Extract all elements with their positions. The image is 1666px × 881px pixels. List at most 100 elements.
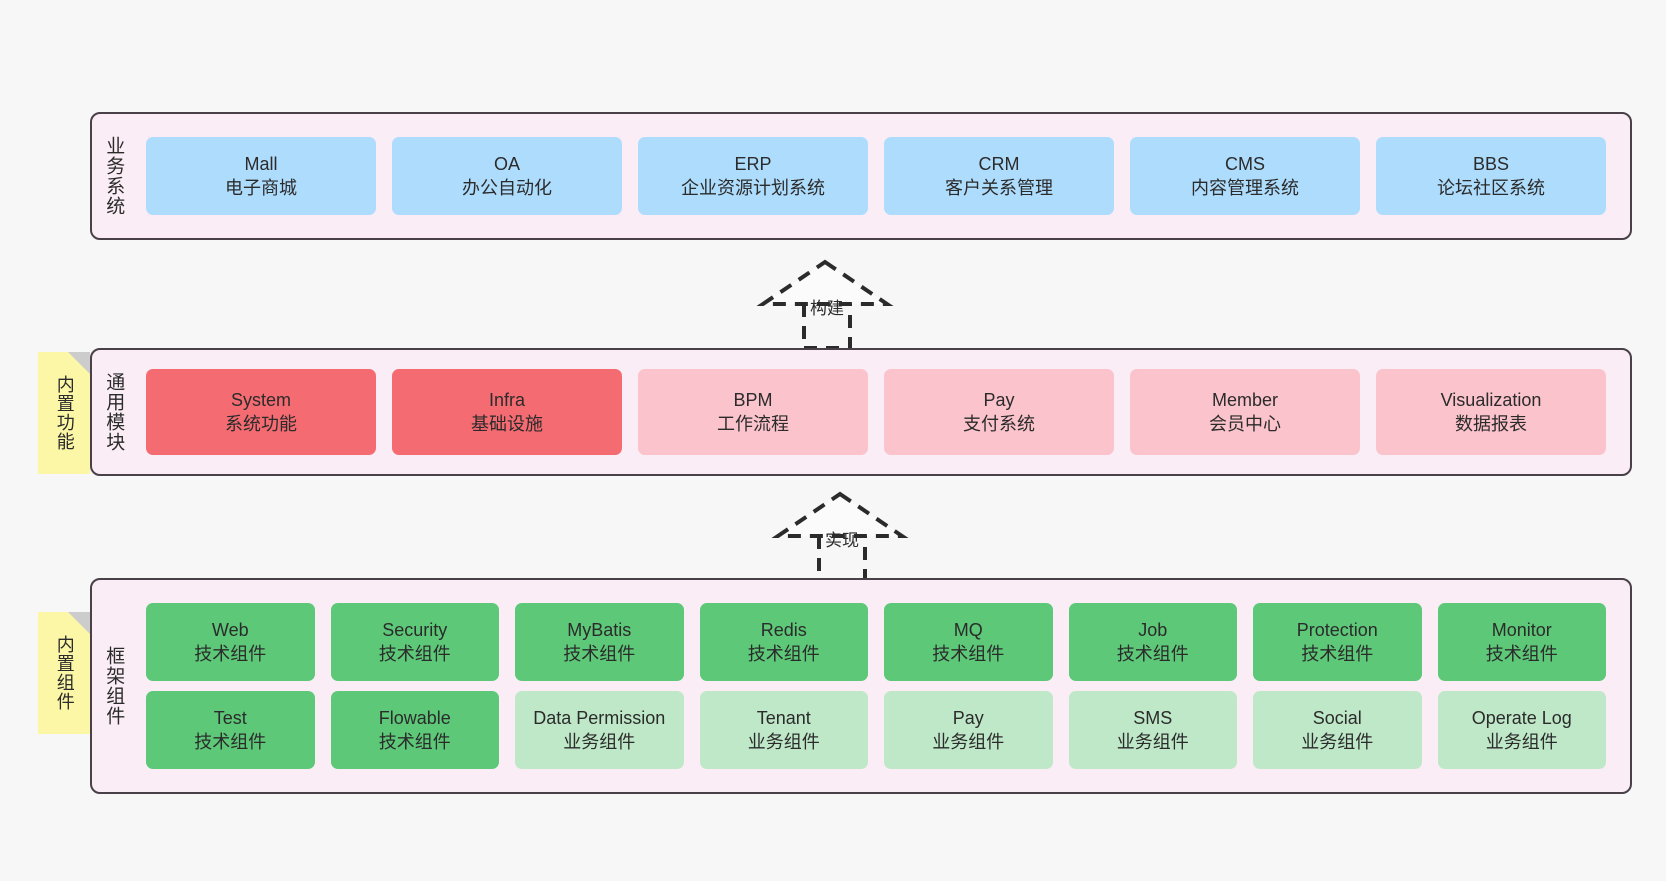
tile-title: OA [493, 153, 520, 174]
tile-title: Pay [983, 389, 1015, 410]
tile-title: ERP [734, 153, 772, 174]
tile-title: Protection [1296, 619, 1378, 640]
tile-security[interactable]: Security 技术组件 [330, 603, 499, 681]
tile-title: MyBatis [567, 619, 632, 640]
tile-title: Pay [952, 707, 984, 728]
tile-data-permission[interactable]: Data Permission 业务组件 [515, 691, 684, 769]
tile-oa[interactable]: OA 办公自动化 [392, 137, 622, 215]
tile-sms[interactable]: SMS 业务组件 [1068, 691, 1237, 769]
tile-job[interactable]: Job 技术组件 [1068, 603, 1237, 681]
band-body-business-systems: Mall 电子商城 OA 办公自动化 ERP 企业资源计划系统 CRM 客户关系… [134, 114, 1630, 238]
tile-redis[interactable]: Redis 技术组件 [699, 603, 868, 681]
tile-title: BBS [1472, 153, 1510, 174]
sticky-note-builtin-features: 内置功能 [38, 352, 90, 474]
connector-implement-arrow: 实现 [771, 490, 925, 582]
tile-subtitle: 业务组件 [1485, 732, 1558, 752]
tile-title: Security [382, 619, 448, 640]
tile-title: Mall [244, 153, 278, 174]
tile-title: Web [211, 619, 249, 640]
tile-subtitle: 基础设施 [471, 414, 543, 434]
tile-title: Social [1312, 707, 1362, 728]
band-label-common-modules: 通用模块 [103, 372, 125, 452]
band-framework-components: 框架组件 Web 技术组件 Security 技术组件 MyBatis 技术组件… [90, 578, 1632, 794]
tile-subtitle: 技术组件 [378, 732, 451, 752]
band-common-modules: 通用模块 System 系统功能 Infra 基础设施 BPM 工作流程 Pay… [90, 348, 1632, 476]
tile-subtitle: 技术组件 [194, 644, 267, 664]
tile-mq[interactable]: MQ 技术组件 [884, 603, 1053, 681]
tile-flowable[interactable]: Flowable 技术组件 [330, 691, 499, 769]
tile-subtitle: 办公自动化 [462, 178, 552, 198]
tile-subtitle: 技术组件 [194, 732, 267, 752]
tile-subtitle: 技术组件 [747, 644, 820, 664]
tile-title: Operate Log [1471, 707, 1572, 728]
connector-implement-label: 实现 [825, 531, 859, 550]
tile-test[interactable]: Test 技术组件 [146, 691, 315, 769]
tile-subtitle: 论坛社区系统 [1437, 178, 1545, 198]
tile-title: Monitor [1491, 619, 1552, 640]
tile-title: SMS [1133, 707, 1173, 728]
connector-build-label: 构建 [810, 299, 844, 318]
tile-operate-log[interactable]: Operate Log 业务组件 [1437, 691, 1606, 769]
tile-subtitle: 业务组件 [1301, 732, 1374, 752]
tile-title: Job [1138, 619, 1168, 640]
tile-pay-module[interactable]: Pay 支付系统 [884, 369, 1114, 455]
tile-pay-component[interactable]: Pay 业务组件 [884, 691, 1053, 769]
tile-protection[interactable]: Protection 技术组件 [1253, 603, 1422, 681]
tile-subtitle: 电子商城 [225, 178, 297, 198]
tile-crm[interactable]: CRM 客户关系管理 [884, 137, 1114, 215]
tile-subtitle: 企业资源计划系统 [681, 178, 825, 198]
framework-row-tech: Web 技术组件 Security 技术组件 MyBatis 技术组件 Redi… [138, 603, 1614, 681]
tile-social[interactable]: Social 业务组件 [1253, 691, 1422, 769]
tile-title: Tenant [756, 707, 811, 728]
tile-infra[interactable]: Infra 基础设施 [392, 369, 622, 455]
tile-erp[interactable]: ERP 企业资源计划系统 [638, 137, 868, 215]
tile-subtitle: 客户关系管理 [945, 178, 1053, 198]
tile-title: Flowable [378, 707, 451, 728]
tile-title: Data Permission [533, 707, 666, 728]
tile-subtitle: 业务组件 [563, 732, 636, 752]
tile-web[interactable]: Web 技术组件 [146, 603, 315, 681]
tile-title: Member [1211, 389, 1278, 410]
tile-subtitle: 支付系统 [963, 414, 1035, 434]
tile-title: MQ [953, 619, 983, 640]
tile-visualization[interactable]: Visualization 数据报表 [1376, 369, 1606, 455]
tile-title: CMS [1225, 153, 1265, 174]
band-business-systems: 业务系统 Mall 电子商城 OA 办公自动化 ERP 企业资源计划系统 CRM… [90, 112, 1632, 240]
tile-subtitle: 内容管理系统 [1191, 178, 1299, 198]
band-body-framework-components: Web 技术组件 Security 技术组件 MyBatis 技术组件 Redi… [134, 580, 1630, 792]
tile-title: BPM [733, 389, 773, 410]
tile-bpm[interactable]: BPM 工作流程 [638, 369, 868, 455]
tile-bbs[interactable]: BBS 论坛社区系统 [1376, 137, 1606, 215]
tile-subtitle: 业务组件 [932, 732, 1005, 752]
tile-title: Visualization [1440, 389, 1542, 410]
framework-row-business: Test 技术组件 Flowable 技术组件 Data Permission … [138, 691, 1614, 769]
tile-subtitle: 技术组件 [1485, 644, 1558, 664]
connector-build-arrow: 构建 [756, 258, 910, 350]
tile-subtitle: 系统功能 [225, 414, 297, 434]
tile-system[interactable]: System 系统功能 [146, 369, 376, 455]
tile-title: CRM [978, 153, 1020, 174]
band-label-framework-components: 框架组件 [103, 646, 125, 726]
tile-cms[interactable]: CMS 内容管理系统 [1130, 137, 1360, 215]
tile-subtitle: 业务组件 [747, 732, 820, 752]
tile-subtitle: 业务组件 [1116, 732, 1189, 752]
tile-title: Infra [488, 389, 526, 410]
tile-title: Test [213, 707, 247, 728]
tile-monitor[interactable]: Monitor 技术组件 [1437, 603, 1606, 681]
tile-subtitle: 工作流程 [717, 414, 789, 434]
sticky-note-builtin-components: 内置组件 [38, 612, 90, 734]
tile-subtitle: 技术组件 [563, 644, 636, 664]
band-body-common-modules: System 系统功能 Infra 基础设施 BPM 工作流程 Pay 支付系统… [134, 350, 1630, 474]
sticky-note-label: 内置功能 [54, 375, 75, 451]
tile-subtitle: 会员中心 [1209, 414, 1281, 434]
tile-tenant[interactable]: Tenant 业务组件 [699, 691, 868, 769]
tile-subtitle: 技术组件 [378, 644, 451, 664]
tile-mall[interactable]: Mall 电子商城 [146, 137, 376, 215]
sticky-note-label: 内置组件 [54, 635, 75, 711]
tile-member[interactable]: Member 会员中心 [1130, 369, 1360, 455]
tile-mybatis[interactable]: MyBatis 技术组件 [515, 603, 684, 681]
tile-subtitle: 技术组件 [1116, 644, 1189, 664]
tile-subtitle: 技术组件 [1301, 644, 1374, 664]
tile-subtitle: 技术组件 [932, 644, 1005, 664]
